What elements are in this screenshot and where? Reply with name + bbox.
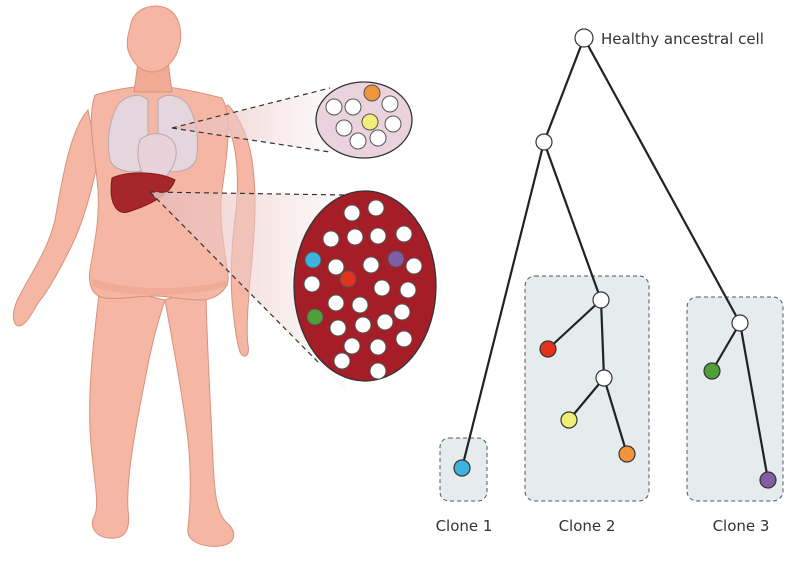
cell (370, 339, 386, 355)
cell (352, 297, 368, 313)
tree-node (593, 292, 609, 308)
cell (326, 99, 342, 115)
red-leaf (540, 341, 556, 357)
tree-node (536, 134, 552, 150)
liver-tissue-inset (294, 191, 436, 381)
cell (330, 320, 346, 336)
tree-node (596, 370, 612, 386)
cell (385, 116, 401, 132)
clone-3-label: Clone 3 (713, 517, 770, 535)
cell (377, 314, 393, 330)
cell (304, 276, 320, 292)
yellow-leaf (561, 412, 577, 428)
green-leaf (704, 363, 720, 379)
cell (396, 226, 412, 242)
clone-2-label: Clone 2 (559, 517, 616, 535)
purple-leaf (760, 472, 776, 488)
cell (370, 130, 386, 146)
root-node (575, 29, 593, 47)
cell (362, 114, 378, 130)
cell (328, 259, 344, 275)
cell (394, 304, 410, 320)
clone-1-label: Clone 1 (436, 517, 493, 535)
cell (323, 231, 339, 247)
cell (370, 228, 386, 244)
cell (344, 205, 360, 221)
cell (307, 309, 323, 325)
cell (305, 252, 321, 268)
cell (336, 120, 352, 136)
root-label: Healthy ancestral cell (601, 30, 764, 48)
orange-leaf (619, 446, 635, 462)
cell (406, 258, 422, 274)
cell (344, 338, 360, 354)
cell (334, 353, 350, 369)
clone-2-box (525, 276, 649, 501)
cell (328, 295, 344, 311)
lung-tissue-inset (316, 82, 412, 158)
cell (363, 257, 379, 273)
cell (382, 96, 398, 112)
tree-node (732, 315, 748, 331)
cell (355, 317, 371, 333)
human-body-figure (13, 6, 255, 546)
cell (368, 200, 384, 216)
cell (347, 229, 363, 245)
cell (400, 282, 416, 298)
cell (370, 363, 386, 379)
cell (364, 85, 380, 101)
cell (388, 251, 404, 267)
cell (345, 99, 361, 115)
cell (350, 133, 366, 149)
cell (396, 331, 412, 347)
clone-1-leaf (454, 460, 470, 476)
cell (340, 271, 356, 287)
cell (374, 280, 390, 296)
